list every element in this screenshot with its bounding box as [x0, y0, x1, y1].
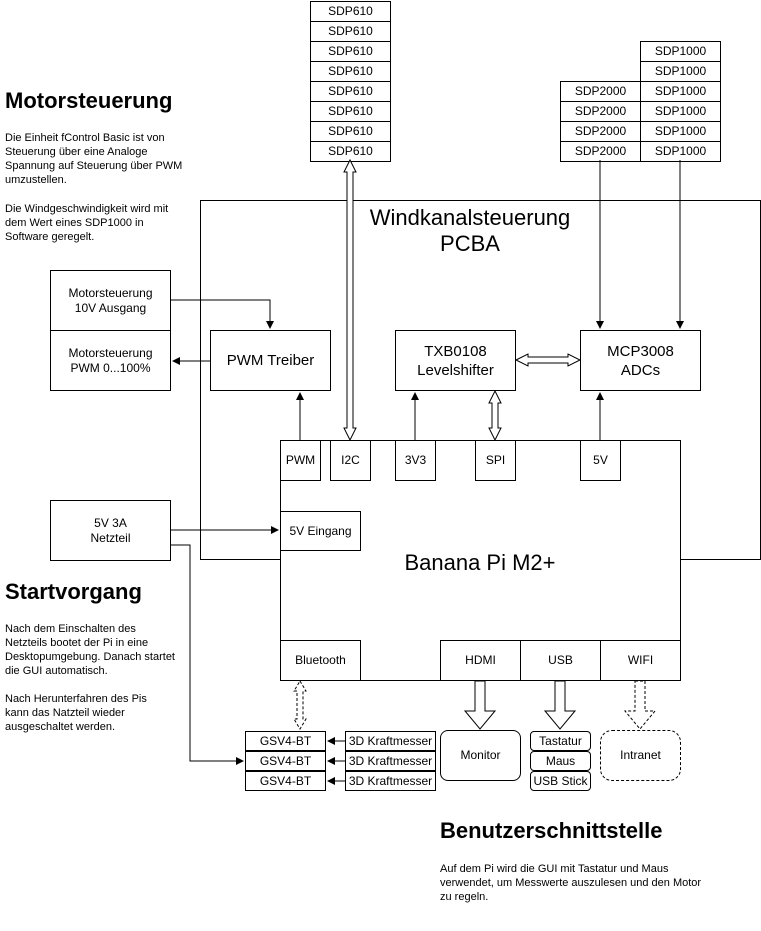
ui-heading: Benutzerschnittstelle	[440, 818, 663, 843]
sdp1000-3: SDP1000	[640, 81, 721, 102]
usb-stick: USB Stick	[530, 771, 591, 791]
sdp610-5: SDP610	[310, 81, 391, 102]
hdmi-monitor-arrow	[463, 680, 497, 730]
motor-pwm-input: Motorsteuerung PWM 0...100%	[50, 330, 171, 391]
motor-text-1: Die Einheit fControl Basic ist von Steue…	[5, 132, 183, 186]
sdp610-7: SDP610	[310, 121, 391, 142]
gsv4-bt-2: GSV4-BT	[245, 751, 326, 771]
sdp610-6: SDP610	[310, 101, 391, 122]
pwm-driver: PWM Treiber	[210, 330, 331, 391]
start-heading: Startvorgang	[5, 579, 142, 604]
sdp610-1: SDP610	[310, 1, 391, 22]
txb0108-levelshifter: TXB0108 Levelshifter	[395, 330, 516, 391]
sdp2000-4: SDP2000	[560, 141, 641, 162]
kraftmesser-2: 3D Kraftmesser	[345, 751, 436, 771]
pin-3v3: 3V3	[395, 440, 436, 481]
motor-heading: Motorsteuerung	[5, 88, 173, 113]
sdp1000-2: SDP1000	[640, 61, 721, 82]
pcba-title: Windkanalsteuerung PCBA	[369, 205, 571, 256]
sdp2000-3: SDP2000	[560, 121, 641, 142]
sdp1000-4: SDP1000	[640, 101, 721, 122]
bluetooth-gsv-arrow	[293, 680, 307, 730]
sdp1000-1: SDP1000	[640, 41, 721, 62]
pin-spi: SPI	[475, 440, 516, 481]
gsv4-bt-3: GSV4-BT	[245, 771, 326, 791]
port-hdmi: HDMI	[440, 640, 521, 681]
kraftmesser-3: 3D Kraftmesser	[345, 771, 436, 791]
sdp610-8: SDP610	[310, 141, 391, 162]
motor-text-2: Die Windgeschwindigkeit wird mit dem Wer…	[5, 203, 169, 243]
gsv4-bt-1: GSV4-BT	[245, 731, 326, 751]
pin-i2c: I2C	[330, 440, 371, 481]
sdp1000-6: SDP1000	[640, 141, 721, 162]
start-text-1: Nach dem Einschalten des Netzteils boote…	[5, 623, 175, 677]
arrow-psu-to-gsv	[171, 544, 244, 765]
usb-devices-arrow	[543, 680, 577, 730]
sdp2000-2: SDP2000	[560, 101, 641, 122]
mcp3008-adcs: MCP3008 ADCs	[580, 330, 701, 391]
ui-text: Auf dem Pi wird die GUI mit Tastatur und…	[440, 863, 702, 903]
port-usb: USB	[520, 640, 601, 681]
power-supply: 5V 3A Netzteil	[50, 500, 171, 561]
wifi-intranet-arrow	[623, 680, 657, 730]
sdp2000-1: SDP2000	[560, 81, 641, 102]
start-text-2: Nach Herunterfahren des Pis kann das Nat…	[5, 693, 147, 733]
port-bluetooth: Bluetooth	[280, 640, 361, 681]
sdp1000-5: SDP1000	[640, 121, 721, 142]
sdp610-3: SDP610	[310, 41, 391, 62]
sdp610-2: SDP610	[310, 21, 391, 42]
sdp610-4: SDP610	[310, 61, 391, 82]
kraftmesser-1: 3D Kraftmesser	[345, 731, 436, 751]
intranet-cloud: Intranet	[600, 730, 681, 781]
port-wifi: WIFI	[600, 640, 681, 681]
monitor: Monitor	[440, 730, 521, 781]
mouse: Maus	[530, 751, 591, 771]
input-5v: 5V Eingang	[280, 511, 361, 551]
motor-10v-output: Motorsteuerung 10V Ausgang	[50, 270, 171, 331]
pin-pwm: PWM	[280, 440, 321, 481]
banana-pi-title: Banana Pi M2+	[404, 550, 556, 575]
keyboard: Tastatur	[530, 731, 591, 751]
pin-5v: 5V	[580, 440, 621, 481]
